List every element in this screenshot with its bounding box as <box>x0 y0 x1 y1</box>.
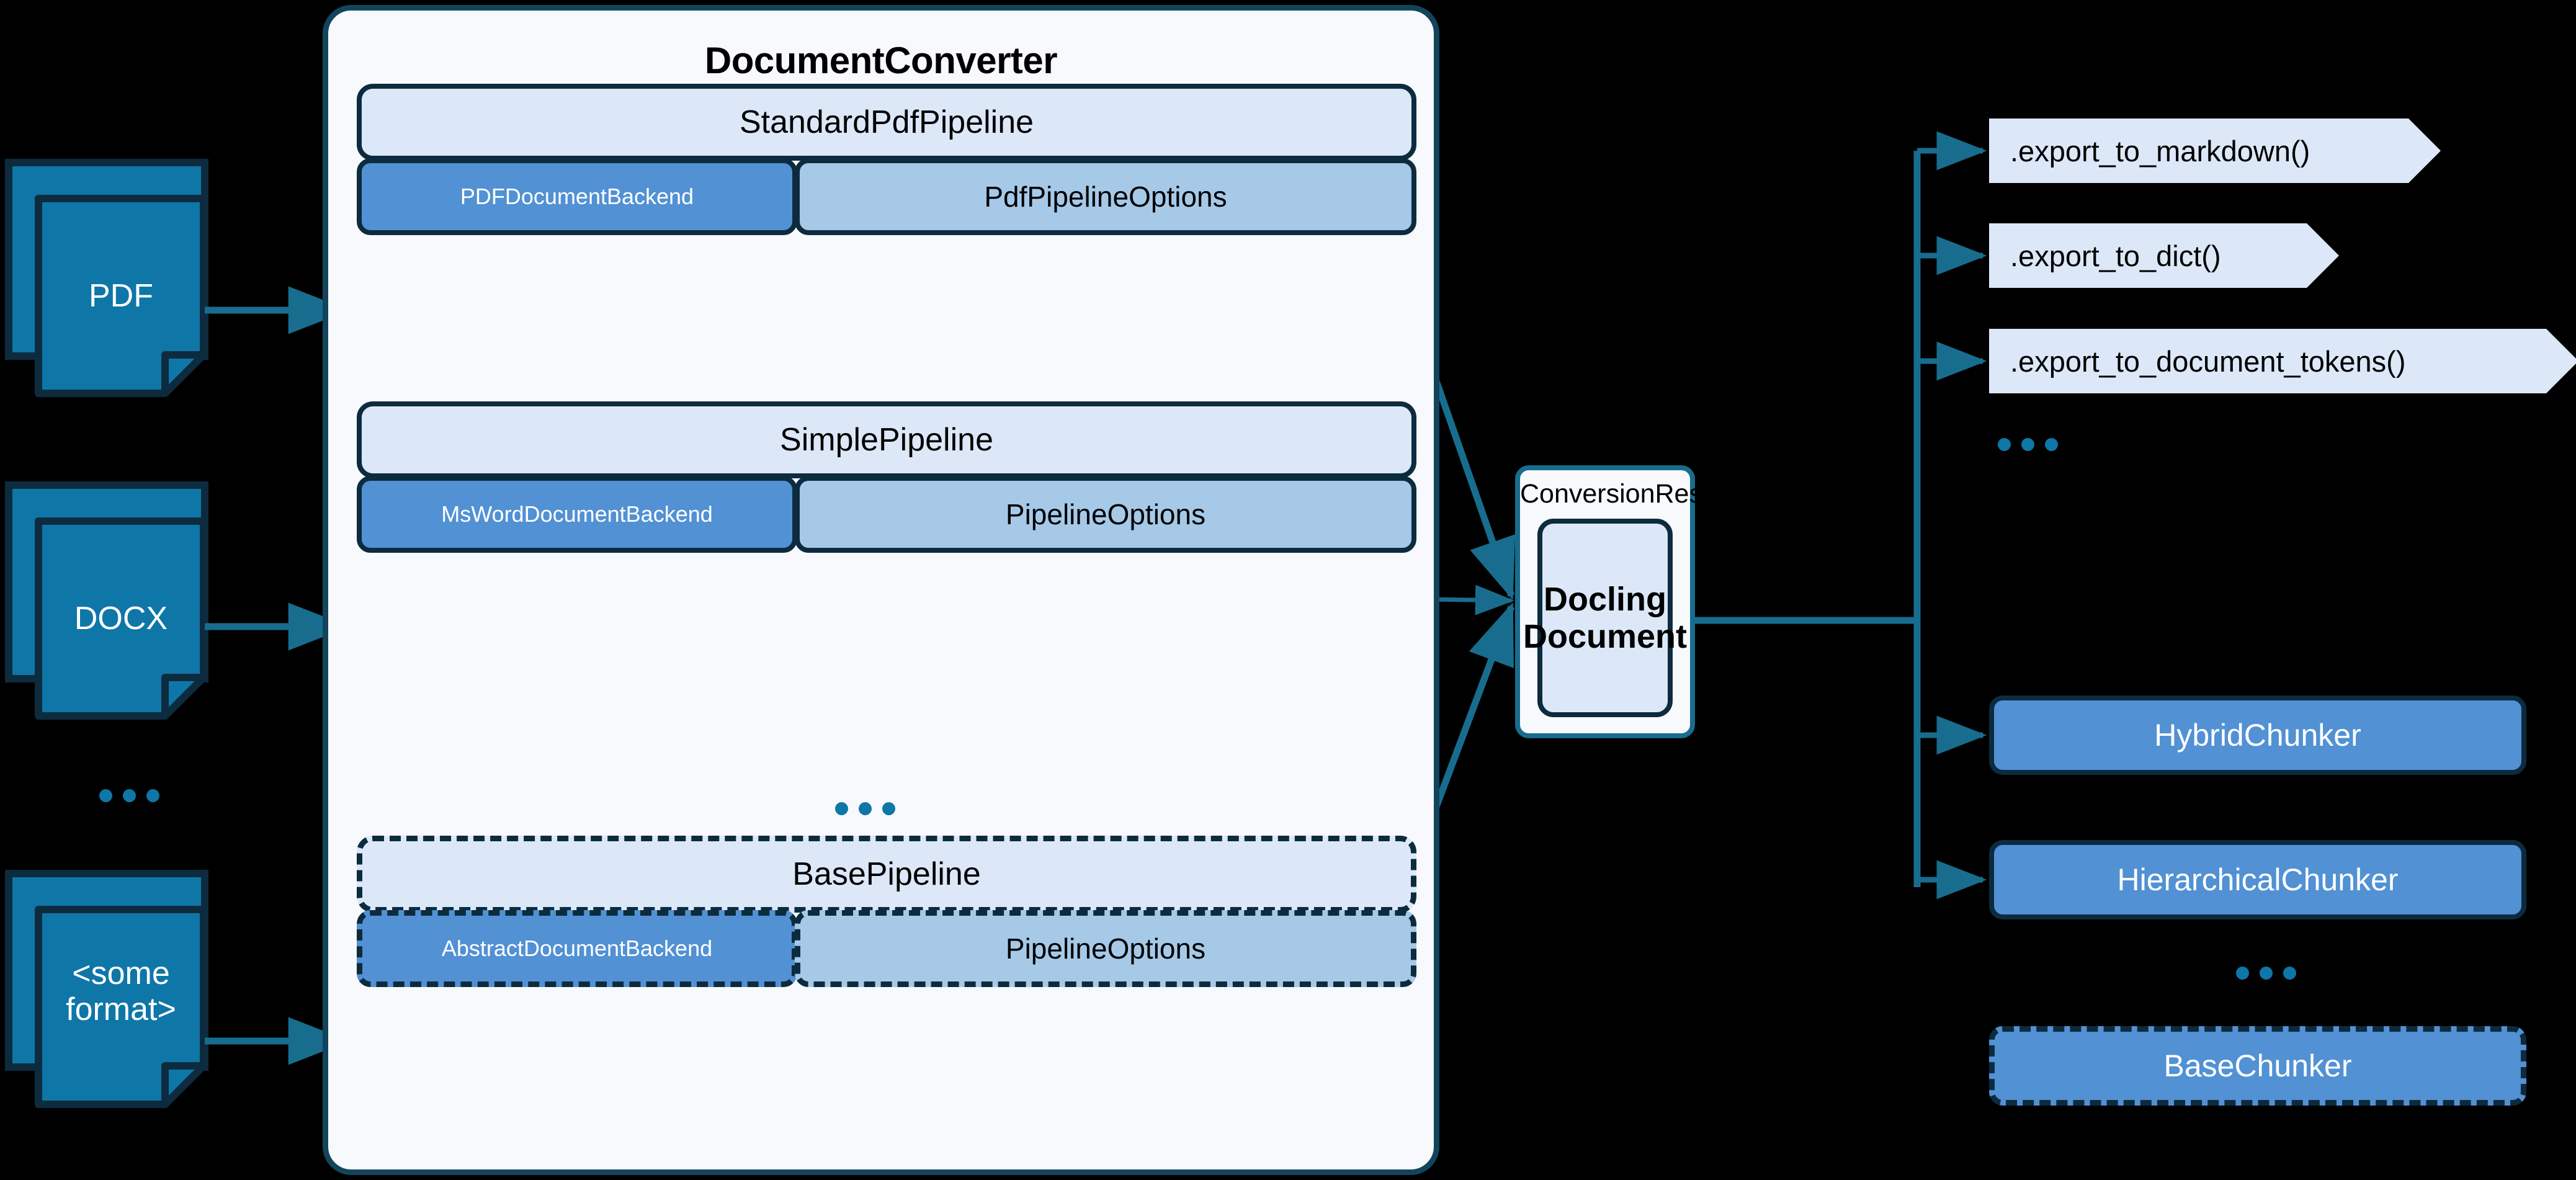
backend-box-abstract-document-backend[interactable]: AbstractDocumentBackend <box>357 910 797 987</box>
export-chevron-markdown[interactable]: .export_to_markdown() <box>1989 118 2441 183</box>
dot <box>146 789 159 802</box>
dot <box>835 802 848 815</box>
chunker-box-hierarchical[interactable]: HierarchicalChunker <box>1989 840 2526 919</box>
dot <box>2260 967 2273 980</box>
options-box-pipeline-options-base[interactable]: PipelineOptions <box>795 910 1416 987</box>
docling-document-box[interactable]: Docling Document <box>1523 519 1687 717</box>
chunker-box-hybrid[interactable]: HybridChunker <box>1989 695 2526 775</box>
conversion-result-title: ConversionResult <box>1520 479 1731 509</box>
export-chevron-document-tokens[interactable]: .export_to_document_tokens() <box>1989 329 2576 393</box>
document-icon-some-format <box>5 870 208 1108</box>
dot <box>1998 438 2011 451</box>
docling-document-line-1: Docling <box>1544 580 1666 618</box>
chunker-box-base[interactable]: BaseChunker <box>1989 1026 2526 1106</box>
dot <box>2021 438 2034 451</box>
dot <box>2236 967 2249 980</box>
pipeline-group-base[interactable]: BasePipeline AbstractDocumentBackend Pip… <box>357 836 1416 987</box>
pipeline-row-standard-pdf: PDFDocumentBackend PdfPipelineOptions <box>357 158 1416 235</box>
pipeline-header-simple[interactable]: SimplePipeline <box>357 401 1416 478</box>
dot <box>2283 967 2296 980</box>
pipeline-row-simple: MsWordDocumentBackend PipelineOptions <box>357 476 1416 553</box>
dot <box>123 789 136 802</box>
docling-document-line-2: Document <box>1523 618 1688 655</box>
export-chevron-dict[interactable]: .export_to_dict() <box>1989 223 2339 288</box>
backend-box-msword-document-backend[interactable]: MsWordDocumentBackend <box>357 476 797 553</box>
dot <box>859 802 872 815</box>
dot <box>2045 438 2058 451</box>
page-title: DocumentConverter <box>704 40 1058 81</box>
pipeline-header-base[interactable]: BasePipeline <box>357 836 1416 913</box>
options-box-pdf-pipeline-options[interactable]: PdfPipelineOptions <box>795 158 1416 235</box>
pipeline-group-simple[interactable]: SimplePipeline MsWordDocumentBackend Pip… <box>357 401 1416 553</box>
document-converter-panel[interactable]: DocumentConverter StandardPdfPipeline PD… <box>323 5 1439 1175</box>
pipeline-header-standard-pdf[interactable]: StandardPdfPipeline <box>357 84 1416 161</box>
backend-box-pdf-document-backend[interactable]: PDFDocumentBackend <box>357 158 797 235</box>
options-box-pipeline-options-simple[interactable]: PipelineOptions <box>795 476 1416 553</box>
chunkers-ellipsis <box>2236 967 2296 980</box>
dot <box>99 789 112 802</box>
conversion-result-panel[interactable]: ConversionResult Docling Document <box>1515 465 1731 738</box>
pipeline-group-standard-pdf[interactable]: StandardPdfPipeline PDFDocumentBackend P… <box>357 84 1416 235</box>
exports-ellipsis <box>1998 438 2058 451</box>
document-icon-pdf <box>5 159 208 397</box>
converter-ellipsis <box>835 802 895 815</box>
pipeline-row-base: AbstractDocumentBackend PipelineOptions <box>357 910 1416 987</box>
dot <box>882 802 895 815</box>
document-icon-docx <box>5 481 208 720</box>
inputs-ellipsis <box>99 789 159 802</box>
